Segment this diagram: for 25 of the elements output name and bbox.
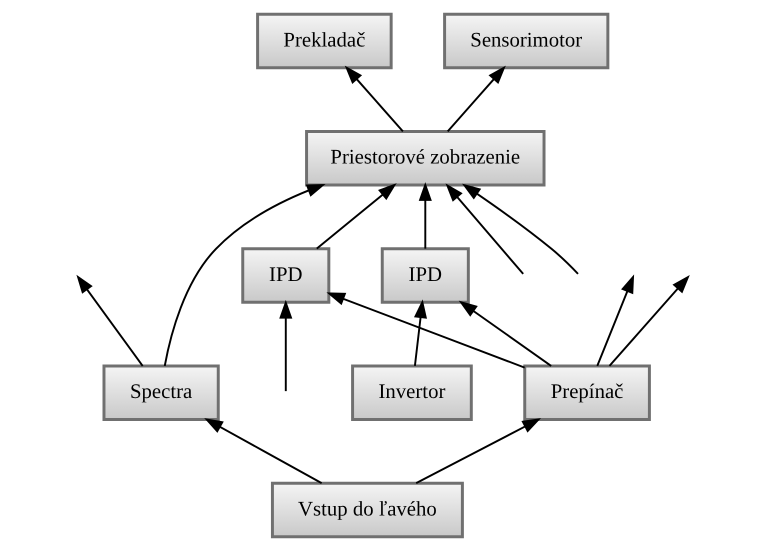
node-box: Spectra xyxy=(102,364,220,421)
node-box: Prekladač xyxy=(256,12,393,70)
arrow xyxy=(446,183,524,275)
node-box: IPD xyxy=(241,247,330,304)
arrow xyxy=(446,66,506,132)
node-box: Priestorové zobrazenie xyxy=(305,130,546,186)
node-box: IPD xyxy=(380,247,470,304)
arrow xyxy=(414,299,428,366)
arrow xyxy=(418,182,432,249)
arrow xyxy=(344,66,404,132)
arrow xyxy=(458,300,552,367)
node-box: Invertor xyxy=(351,364,473,421)
arrow xyxy=(164,184,326,366)
node-box: Vstup do ľavého xyxy=(270,482,464,538)
arrow xyxy=(596,274,634,366)
arrow xyxy=(608,274,690,367)
arrow xyxy=(462,184,579,275)
arrow xyxy=(204,418,322,484)
node-box: Sensorimotor xyxy=(443,12,610,70)
arrow xyxy=(326,292,525,368)
arrow xyxy=(416,418,542,484)
arrow xyxy=(279,300,292,392)
arrow xyxy=(76,274,144,366)
arrow xyxy=(316,183,397,250)
node-box: Prepínač xyxy=(523,364,651,421)
